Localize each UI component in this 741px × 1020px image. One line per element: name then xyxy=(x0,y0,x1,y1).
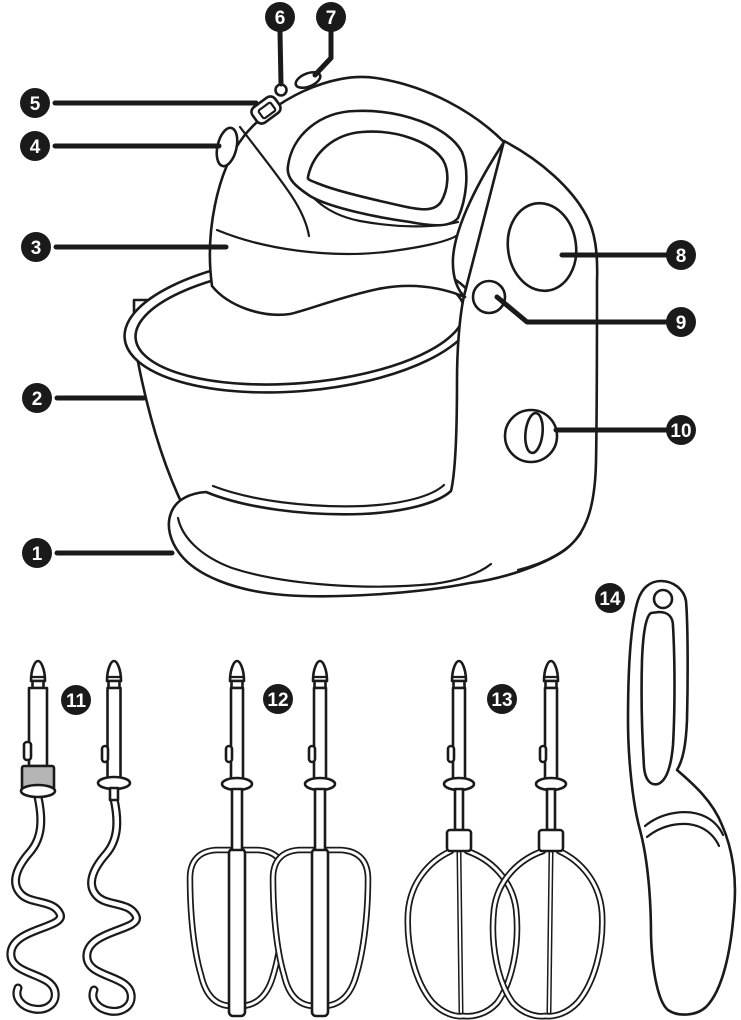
callout-badge-13: 13 xyxy=(487,684,517,714)
callout-badge-2: 2 xyxy=(22,383,52,413)
mixer-head xyxy=(208,70,506,317)
svg-text:5: 5 xyxy=(30,94,41,115)
callout-badge-12: 12 xyxy=(263,684,293,714)
hinge xyxy=(471,279,507,315)
svg-text:1: 1 xyxy=(32,544,43,565)
callout-badge-9: 9 xyxy=(666,307,696,337)
wire-beaters xyxy=(404,659,606,1020)
base-seat-line xyxy=(211,483,446,508)
whisk-b-nub xyxy=(538,744,548,764)
stand-base-silhouette xyxy=(167,139,599,598)
callout-badge-14: 14 xyxy=(595,583,625,613)
callout-badge-3: 3 xyxy=(21,232,51,262)
whisk-b-block xyxy=(537,828,565,853)
svg-text:6: 6 xyxy=(275,8,286,29)
beater-b-post xyxy=(310,847,330,1018)
callout-badge-6: 6 xyxy=(265,2,295,32)
callout-badge-1: 1 xyxy=(22,538,52,568)
leader-line-9 xyxy=(494,294,669,325)
callout-badge-4: 4 xyxy=(20,131,50,161)
svg-text:8: 8 xyxy=(676,246,687,267)
hook-a-nub xyxy=(22,740,33,762)
whisk-b-shaft xyxy=(543,686,559,782)
head-cap-seam xyxy=(238,125,311,238)
beater-a-post xyxy=(227,847,247,1018)
stand-foot-line xyxy=(516,531,583,572)
beater-b-shaft xyxy=(312,686,328,782)
callout-badge-8: 8 xyxy=(666,240,696,270)
callout-badge-10: 10 xyxy=(666,415,696,445)
bowl-knob xyxy=(503,408,559,464)
whisk-a-shaft xyxy=(451,686,467,782)
beater-a-nub xyxy=(224,744,234,764)
leader-line-6 xyxy=(277,29,284,87)
dough-hooks xyxy=(6,659,141,1016)
svg-text:7: 7 xyxy=(326,8,337,29)
svg-text:2: 2 xyxy=(32,389,43,410)
callout-badge-5: 5 xyxy=(20,88,50,118)
svg-text:4: 4 xyxy=(30,137,41,158)
whisk-a-nub xyxy=(446,744,456,764)
svg-text:12: 12 xyxy=(267,690,288,711)
svg-text:14: 14 xyxy=(599,589,621,610)
leader-line-7 xyxy=(312,29,334,78)
base-lip-line xyxy=(176,516,493,588)
spatula-handle-slot xyxy=(640,610,676,786)
whisk-a-block xyxy=(445,828,473,853)
callout-badge-7: 7 xyxy=(316,2,346,32)
svg-text:11: 11 xyxy=(66,691,87,712)
svg-text:13: 13 xyxy=(491,690,512,711)
head-body-seam xyxy=(215,228,458,256)
callout-badges: 1 2 3 4 5 6 7 8 xyxy=(20,2,696,715)
svg-text:9: 9 xyxy=(676,313,687,334)
spatula xyxy=(626,579,737,1016)
handle-opening-inner xyxy=(306,130,449,211)
spatula-hang-hole xyxy=(652,588,674,610)
hook-b-shaft xyxy=(106,686,122,780)
stand-release-button xyxy=(506,201,578,293)
svg-text:10: 10 xyxy=(670,421,691,442)
leader-lines xyxy=(52,29,669,556)
beater-a-shaft xyxy=(229,686,245,782)
hook-b-nub xyxy=(100,744,110,764)
callout-badge-11: 11 xyxy=(61,685,91,715)
svg-text:3: 3 xyxy=(31,238,42,259)
hook-a-flange xyxy=(19,783,57,799)
beaters xyxy=(186,659,372,1018)
speed-selector-switch xyxy=(250,95,282,125)
stand-and-base xyxy=(167,139,599,598)
beater-b-nub xyxy=(307,744,317,764)
